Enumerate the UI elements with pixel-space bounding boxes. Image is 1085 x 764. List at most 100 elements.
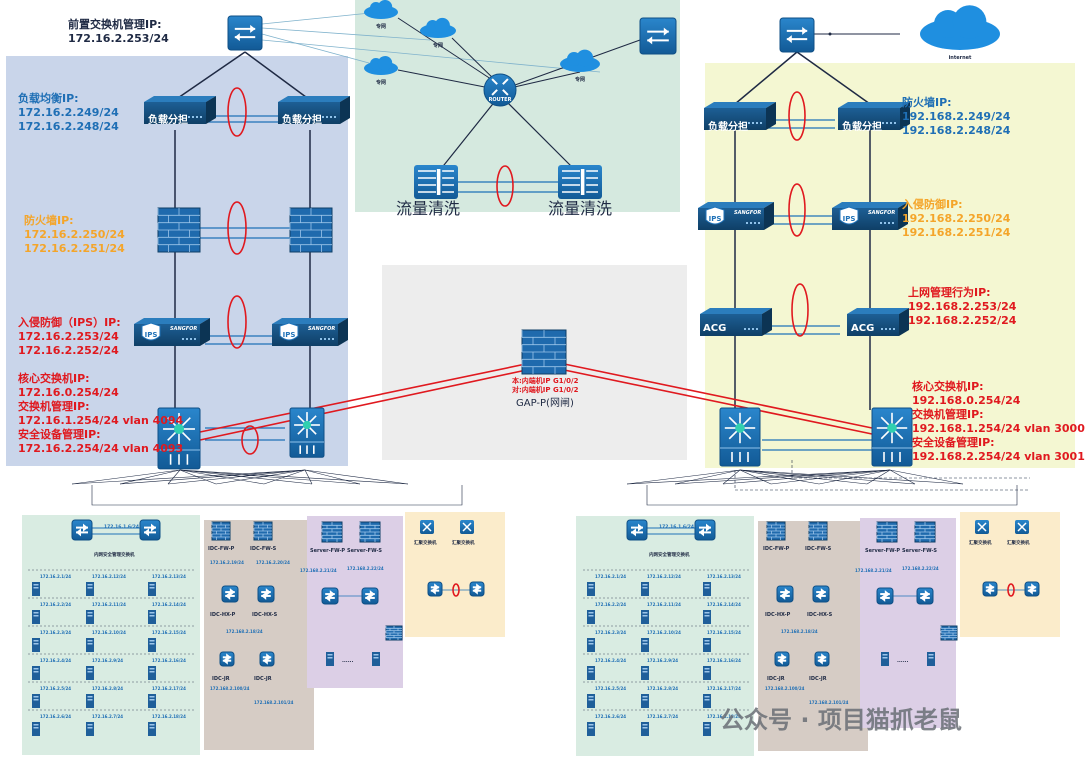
right-server-b-5	[641, 722, 649, 736]
port-led	[322, 116, 324, 118]
ring-rips	[788, 183, 806, 237]
link-front-cloud	[261, 33, 381, 67]
left-server-c-3	[148, 666, 156, 680]
arrow-head-icon	[924, 590, 930, 599]
router-arrow-icon	[491, 78, 498, 85]
core-right-sw-mgmt-ip: 192.168.1.254/24 vlan 3000	[912, 422, 1085, 435]
arrow-head-icon	[786, 35, 792, 44]
server-body	[32, 722, 40, 736]
port-led	[885, 328, 887, 330]
router-label: ROUTER	[489, 97, 512, 103]
port-led	[758, 222, 760, 224]
switch-body	[227, 15, 263, 51]
left-ip-c-4: 172.16.2.17/24	[152, 686, 186, 691]
appliance-top	[144, 96, 216, 102]
left-idc-jr-1-label: IDC-JR	[212, 676, 230, 682]
core-left-sec-mgmt-title: 安全设备管理IP:	[18, 428, 101, 441]
server-body	[703, 666, 711, 680]
appliance-side	[899, 308, 909, 336]
arrow-head-icon	[472, 586, 478, 595]
cloud-label: 专网	[433, 42, 443, 49]
server-body	[148, 610, 156, 624]
right-idc-hx-s-icon	[812, 585, 830, 603]
server-body	[148, 638, 156, 652]
right-ip-a-3: 172.16.2.4/24	[595, 658, 626, 663]
port-led	[880, 222, 882, 224]
zone-right-access	[576, 516, 754, 756]
link-front-cloud	[261, 27, 431, 41]
cloud-label: internet	[949, 55, 972, 61]
link-distribution	[626, 469, 891, 485]
link-distribution	[119, 469, 306, 485]
zone-left-access	[22, 515, 200, 755]
right-agg-1-label: 汇聚交换机	[969, 539, 992, 546]
server-slot	[704, 640, 710, 642]
right-server-b-2	[641, 638, 649, 652]
right-ip-a-1: 172.16.2.2/24	[595, 602, 626, 607]
arrow-head-icon	[365, 593, 371, 602]
arrow-head-icon	[265, 588, 271, 597]
right-ip-b-3: 172.16.2.9/24	[647, 658, 678, 663]
right-server-fw-s-icon	[914, 521, 936, 543]
server-slot	[642, 727, 648, 729]
port-led	[182, 338, 184, 340]
cloud-label: 专网	[575, 76, 585, 83]
server-slot	[87, 699, 93, 701]
dist-dashed	[734, 470, 1030, 491]
server-slot	[642, 724, 648, 726]
left-server-c-4	[148, 694, 156, 708]
server-body	[32, 638, 40, 652]
ips-left-ip-1: 172.16.2.253/24	[18, 330, 119, 343]
sangfor-logo: SANGFOR	[734, 210, 761, 216]
right-ip-a-5: 172.16.2.6/24	[595, 714, 626, 719]
arrow-head-icon	[369, 590, 375, 599]
switch-body	[639, 17, 677, 55]
server-slot	[87, 671, 93, 673]
port-led	[196, 116, 198, 118]
arrow-head-icon	[430, 586, 436, 595]
link-distribution	[215, 469, 306, 485]
appliance-side	[764, 202, 774, 230]
port-led	[894, 122, 896, 124]
left-ip-c-3: 172.16.2.16/24	[152, 658, 186, 663]
port-led	[200, 116, 202, 118]
link-front-lb1	[174, 51, 246, 101]
server-body	[587, 610, 595, 624]
core-left-sec-mgmt-ip: 172.16.2.254/24 vlan 4093	[18, 442, 184, 455]
arrow-head-icon	[250, 24, 256, 33]
core-left-sw-mgmt-ip: 172.16.1.254/24 vlan 4094	[18, 414, 184, 427]
right-server-fw-ip2: 172.168.2.22/24	[902, 566, 939, 571]
left-idc-hx-p-icon	[221, 585, 239, 603]
arrow-head-icon	[229, 588, 235, 597]
link-distribution	[674, 469, 891, 485]
server-slot	[33, 724, 39, 726]
server-slot	[87, 584, 93, 586]
server-slot	[588, 643, 594, 645]
left-agg-1-label: 汇聚交换机	[414, 539, 437, 546]
left-server-fw-ip1: 172.168.2.21/24	[300, 568, 337, 573]
port-led	[748, 122, 750, 124]
shield-icon	[141, 322, 161, 341]
left-ip-a-2: 172.16.2.3/24	[40, 630, 71, 635]
appliance-top	[704, 102, 776, 108]
left-ip-b-1: 172.16.2.11/24	[92, 602, 126, 607]
port-led	[748, 328, 750, 330]
server-body	[703, 722, 711, 736]
left-server-fw-p-icon	[321, 521, 343, 543]
arrow-head-icon	[151, 523, 156, 532]
server-body	[881, 652, 889, 666]
port-led	[190, 338, 192, 340]
right-ip-a-2: 172.16.2.3/24	[595, 630, 626, 635]
left-idc-hx-p-label: IDC-HX-P	[210, 612, 236, 618]
zone-right-idc	[758, 521, 868, 751]
filter-icon	[436, 169, 441, 195]
port-led	[756, 328, 758, 330]
server-slot	[588, 640, 594, 642]
ring-lb	[227, 87, 247, 137]
right-idc-jr-ip2: 172.168.2.101/24	[809, 700, 849, 705]
cloud-puff	[576, 49, 594, 67]
left-ip-b-0: 172.16.2.12/24	[92, 574, 126, 579]
right-server-c-0	[703, 582, 711, 596]
right-idc-jr-1-icon	[774, 651, 790, 667]
